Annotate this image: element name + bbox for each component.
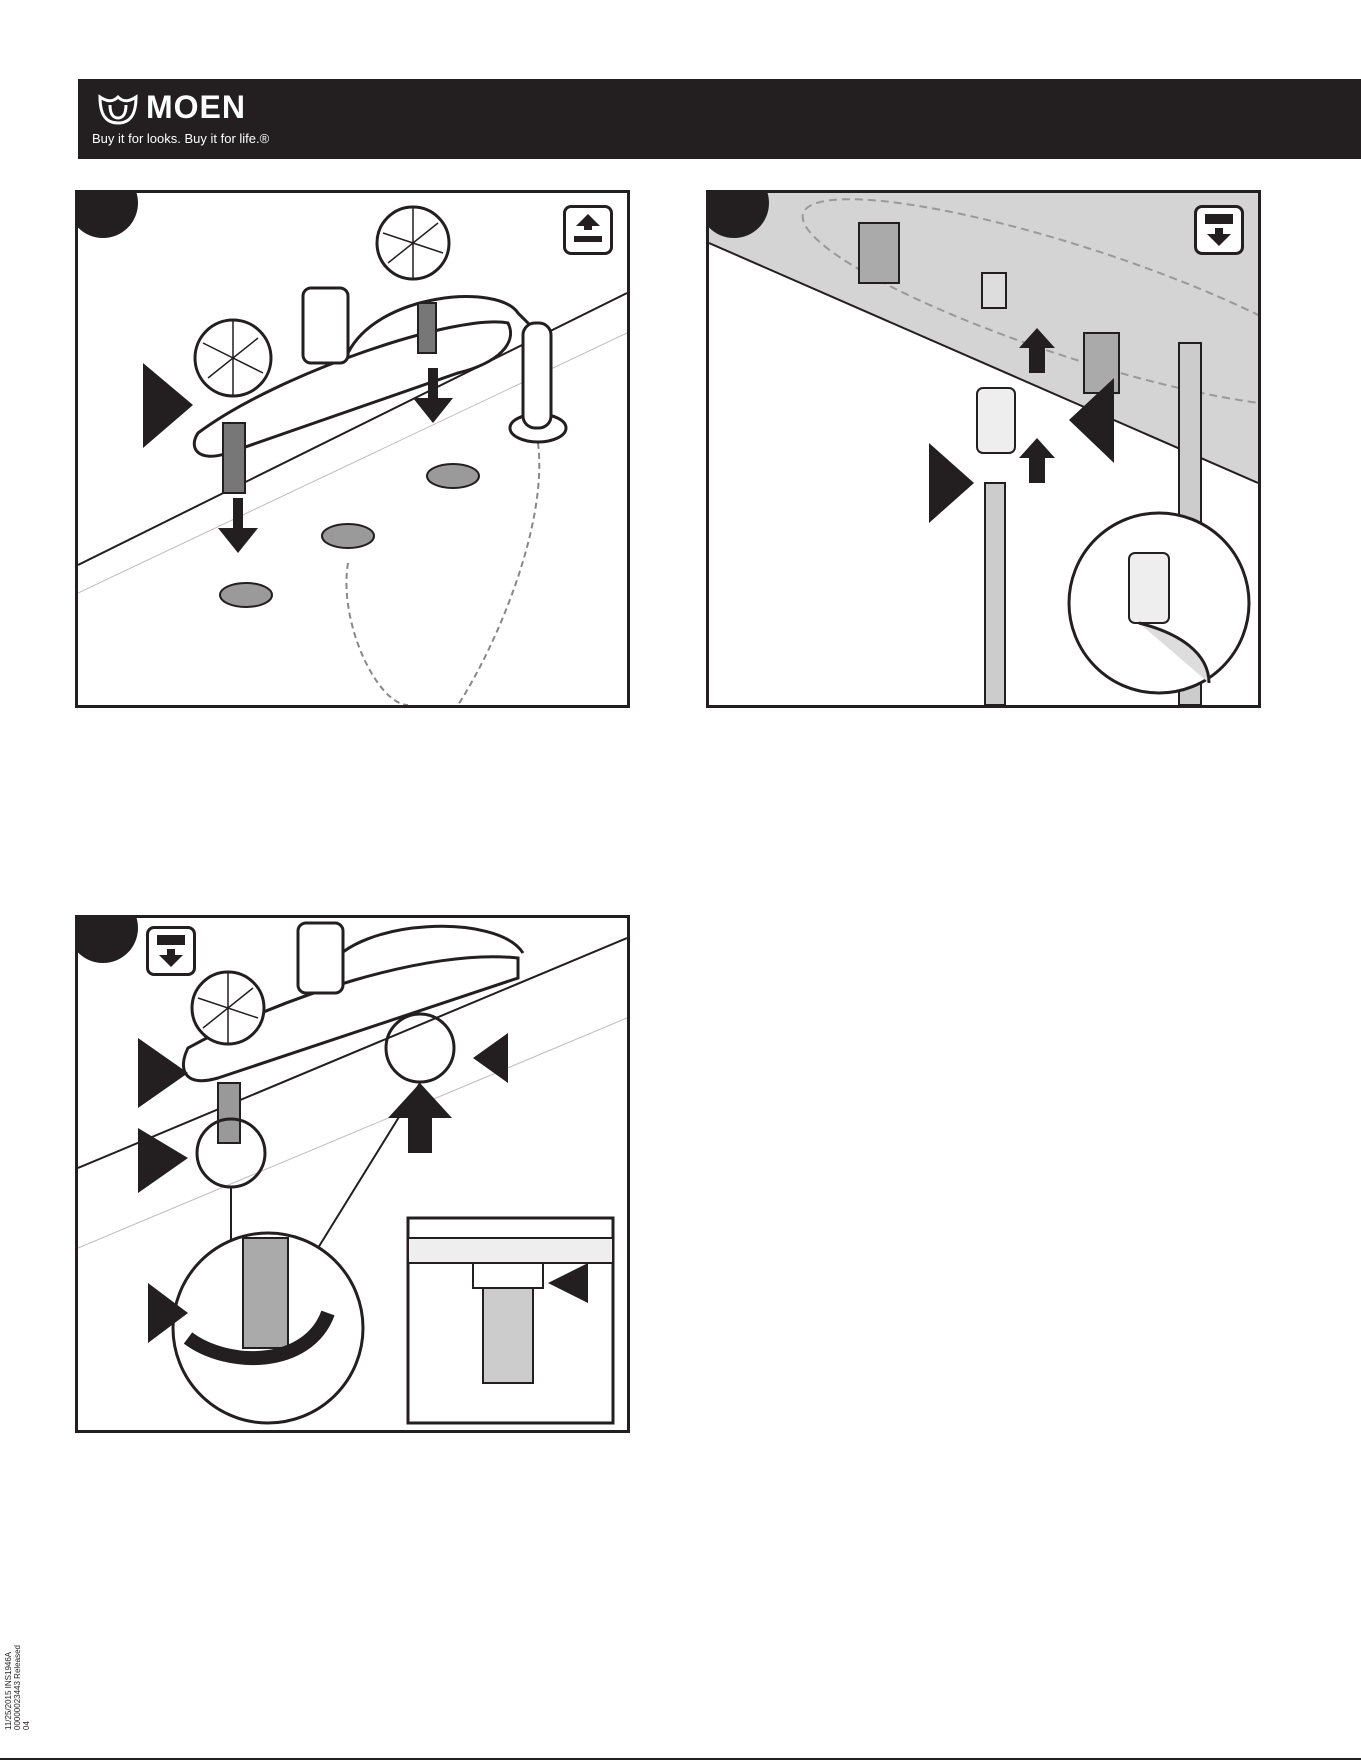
mounting-nut-illustration xyxy=(78,918,627,1430)
hose-connection-illustration xyxy=(709,193,1258,705)
brand-tagline: Buy it for looks. Buy it for life.® xyxy=(92,131,269,146)
moen-logo-icon xyxy=(96,93,140,127)
brand-name: MOEN xyxy=(146,89,246,126)
bottom-rule xyxy=(0,1758,1361,1760)
below-sink-icon xyxy=(1194,205,1244,255)
below-sink-icon xyxy=(146,926,196,976)
step-panel-install-faucet xyxy=(75,190,630,708)
document-code-note: 11/25/2015 INS1946A 00000023443 Released… xyxy=(4,1640,24,1730)
moen-header-bar: MOEN Buy it for looks. Buy it for life.® xyxy=(78,79,1361,159)
above-sink-icon xyxy=(563,205,613,255)
step-panel-connect-hose xyxy=(706,190,1261,708)
faucet-install-illustration xyxy=(78,193,627,705)
step-panel-secure-mounting-nuts xyxy=(75,915,630,1433)
